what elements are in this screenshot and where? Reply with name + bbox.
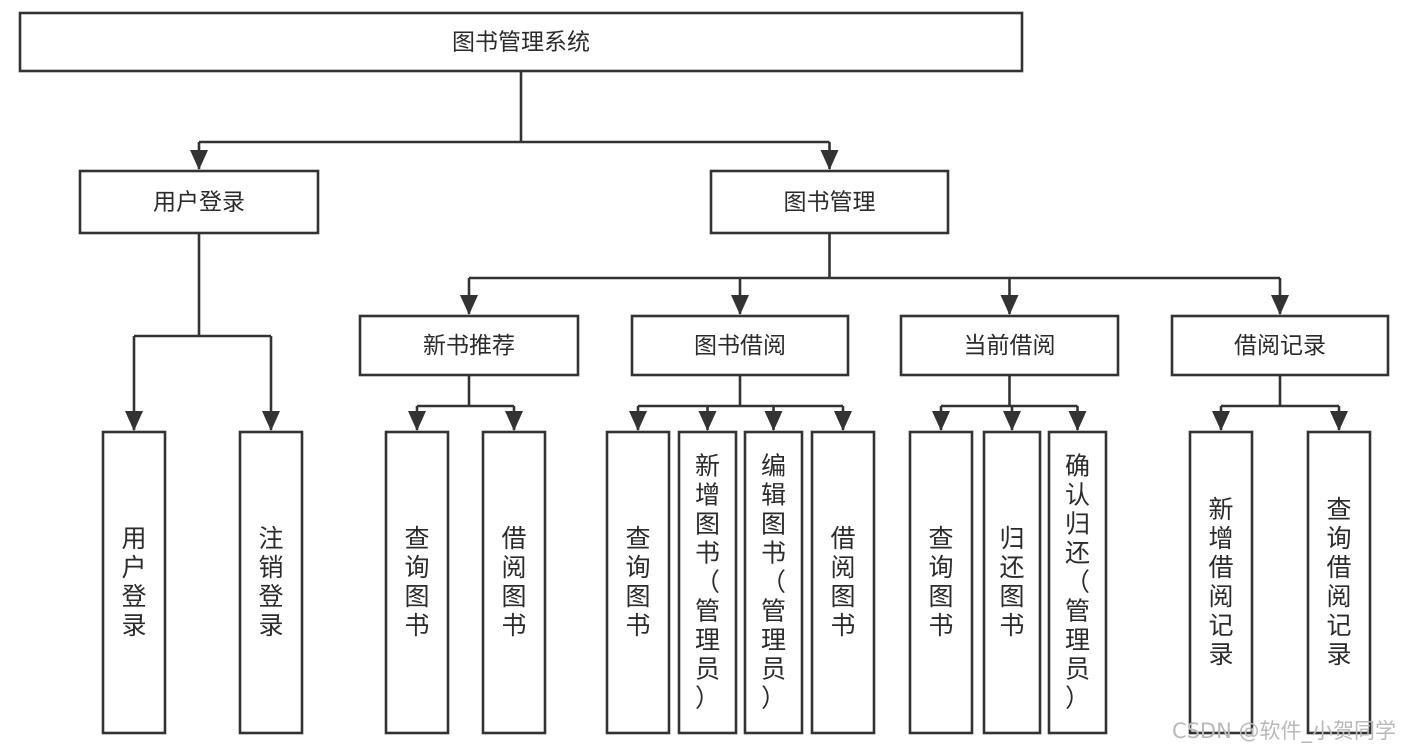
- node-leaf-borrow-book-2-box: [810, 430, 876, 735]
- node-leaf-add-book-box: [677, 430, 738, 735]
- node-leaf-user-login-box: [101, 430, 167, 735]
- arrowhead-borrow-record-1: [1330, 411, 1348, 431]
- node-leaf-add-record-label: 新增借阅记录: [1208, 495, 1233, 669]
- node-leaf-confirm-return-box: [1047, 430, 1108, 735]
- node-new-book-recommend-box: [358, 314, 580, 377]
- node-user-login-label: 用户登录: [153, 190, 245, 216]
- node-leaf-edit-book-label: 编辑图书（管理员）: [761, 452, 786, 713]
- node-root-root[interactable]: 图书管理系统: [18, 11, 1024, 73]
- node-leaf-add-record[interactable]: 新增借阅记录: [1188, 430, 1254, 735]
- node-leaf-query-book-2-box: [605, 430, 671, 735]
- node-book-management[interactable]: 图书管理: [709, 169, 950, 235]
- node-leaf-query-record[interactable]: 查询借阅记录: [1306, 430, 1372, 735]
- arrowhead-current-borrow-0: [932, 411, 950, 431]
- arrowhead-book-borrow-0: [629, 411, 647, 431]
- node-book-borrow[interactable]: 图书借阅: [630, 314, 850, 377]
- node-leaf-user-logout[interactable]: 注销登录: [238, 430, 304, 735]
- node-new-book-recommend-label: 新书推荐: [423, 333, 515, 359]
- node-book-borrow-box: [630, 314, 850, 377]
- node-leaf-query-record-label: 查询借阅记录: [1326, 495, 1351, 669]
- arrowhead-user-login-1: [262, 411, 280, 431]
- node-book-management-label: 图书管理: [784, 190, 876, 216]
- node-leaf-query-book-1-box: [384, 430, 450, 735]
- arrowhead-level3-2: [1000, 295, 1019, 315]
- node-borrow-record-label: 借阅记录: [1234, 333, 1326, 359]
- arrowhead-level2-1: [820, 150, 839, 170]
- node-current-borrow-box: [899, 314, 1120, 377]
- arrowhead-borrow-record-0: [1212, 411, 1230, 431]
- node-leaf-borrow-book-1-box: [481, 430, 547, 735]
- node-leaf-user-login-label: 用户登录: [121, 524, 146, 640]
- arrowhead-level3-0: [460, 295, 478, 315]
- node-borrow-record-box: [1170, 314, 1390, 377]
- node-leaf-confirm-return-label: 确认归还（管理员）: [1065, 452, 1090, 713]
- node-leaf-query-book-1[interactable]: 查询图书: [384, 430, 450, 735]
- node-root-root-label: 图书管理系统: [452, 30, 590, 56]
- node-borrow-record[interactable]: 借阅记录: [1170, 314, 1390, 377]
- arrowhead-level3-3: [1271, 295, 1289, 315]
- node-leaf-return-book[interactable]: 归还图书: [982, 430, 1042, 735]
- node-leaf-return-book-box: [982, 430, 1042, 735]
- node-new-book-recommend[interactable]: 新书推荐: [358, 314, 580, 377]
- node-book-borrow-label: 图书借阅: [694, 333, 786, 359]
- node-leaf-query-book-3-box: [908, 430, 974, 735]
- node-book-management-box: [709, 169, 950, 235]
- node-leaf-add-book[interactable]: 新增图书（管理员）: [677, 430, 738, 735]
- node-leaf-query-book-2-label: 查询图书: [625, 524, 650, 640]
- node-leaf-query-book-3-label: 查询图书: [928, 524, 953, 640]
- arrowhead-level3-1: [731, 295, 749, 315]
- arrowhead-new-book-recommend-0: [408, 411, 426, 431]
- arrowhead-new-book-recommend-1: [505, 411, 523, 431]
- node-leaf-query-book-2[interactable]: 查询图书: [605, 430, 671, 735]
- csdn-watermark: CSDN @软件_小贺同学: [1172, 719, 1396, 744]
- arrowhead-current-borrow-1: [1003, 411, 1021, 431]
- node-leaf-add-book-label: 新增图书（管理员）: [695, 452, 720, 713]
- node-leaf-edit-book[interactable]: 编辑图书（管理员）: [743, 430, 804, 735]
- node-leaf-borrow-book-1[interactable]: 借阅图书: [481, 430, 547, 735]
- arrowhead-level2-0: [190, 150, 208, 170]
- node-leaf-borrow-book-2[interactable]: 借阅图书: [810, 430, 876, 735]
- node-leaf-return-book-label: 归还图书: [999, 524, 1024, 640]
- node-user-login[interactable]: 用户登录: [78, 169, 320, 235]
- node-leaf-add-record-box: [1188, 430, 1254, 735]
- node-leaf-borrow-book-1-label: 借阅图书: [501, 524, 526, 640]
- node-leaf-query-record-box: [1306, 430, 1372, 735]
- arrowhead-book-borrow-3: [834, 411, 852, 431]
- arrowhead-current-borrow-2: [1068, 411, 1087, 431]
- arrowhead-book-borrow-1: [698, 411, 717, 431]
- node-leaf-query-book-1-label: 查询图书: [404, 524, 429, 640]
- node-root-root-box: [18, 11, 1024, 73]
- node-user-login-box: [78, 169, 320, 235]
- arrowhead-book-borrow-2: [764, 411, 783, 431]
- node-leaf-borrow-book-2-label: 借阅图书: [830, 524, 855, 640]
- node-leaf-query-book-3[interactable]: 查询图书: [908, 430, 974, 735]
- node-leaf-edit-book-box: [743, 430, 804, 735]
- node-leaf-confirm-return[interactable]: 确认归还（管理员）: [1047, 430, 1108, 735]
- node-leaf-user-logout-box: [238, 430, 304, 735]
- node-current-borrow[interactable]: 当前借阅: [899, 314, 1120, 377]
- node-leaf-user-login[interactable]: 用户登录: [101, 430, 167, 735]
- node-current-borrow-label: 当前借阅: [964, 333, 1056, 359]
- arrowhead-user-login-0: [125, 411, 143, 431]
- node-leaf-user-logout-label: 注销登录: [258, 524, 283, 640]
